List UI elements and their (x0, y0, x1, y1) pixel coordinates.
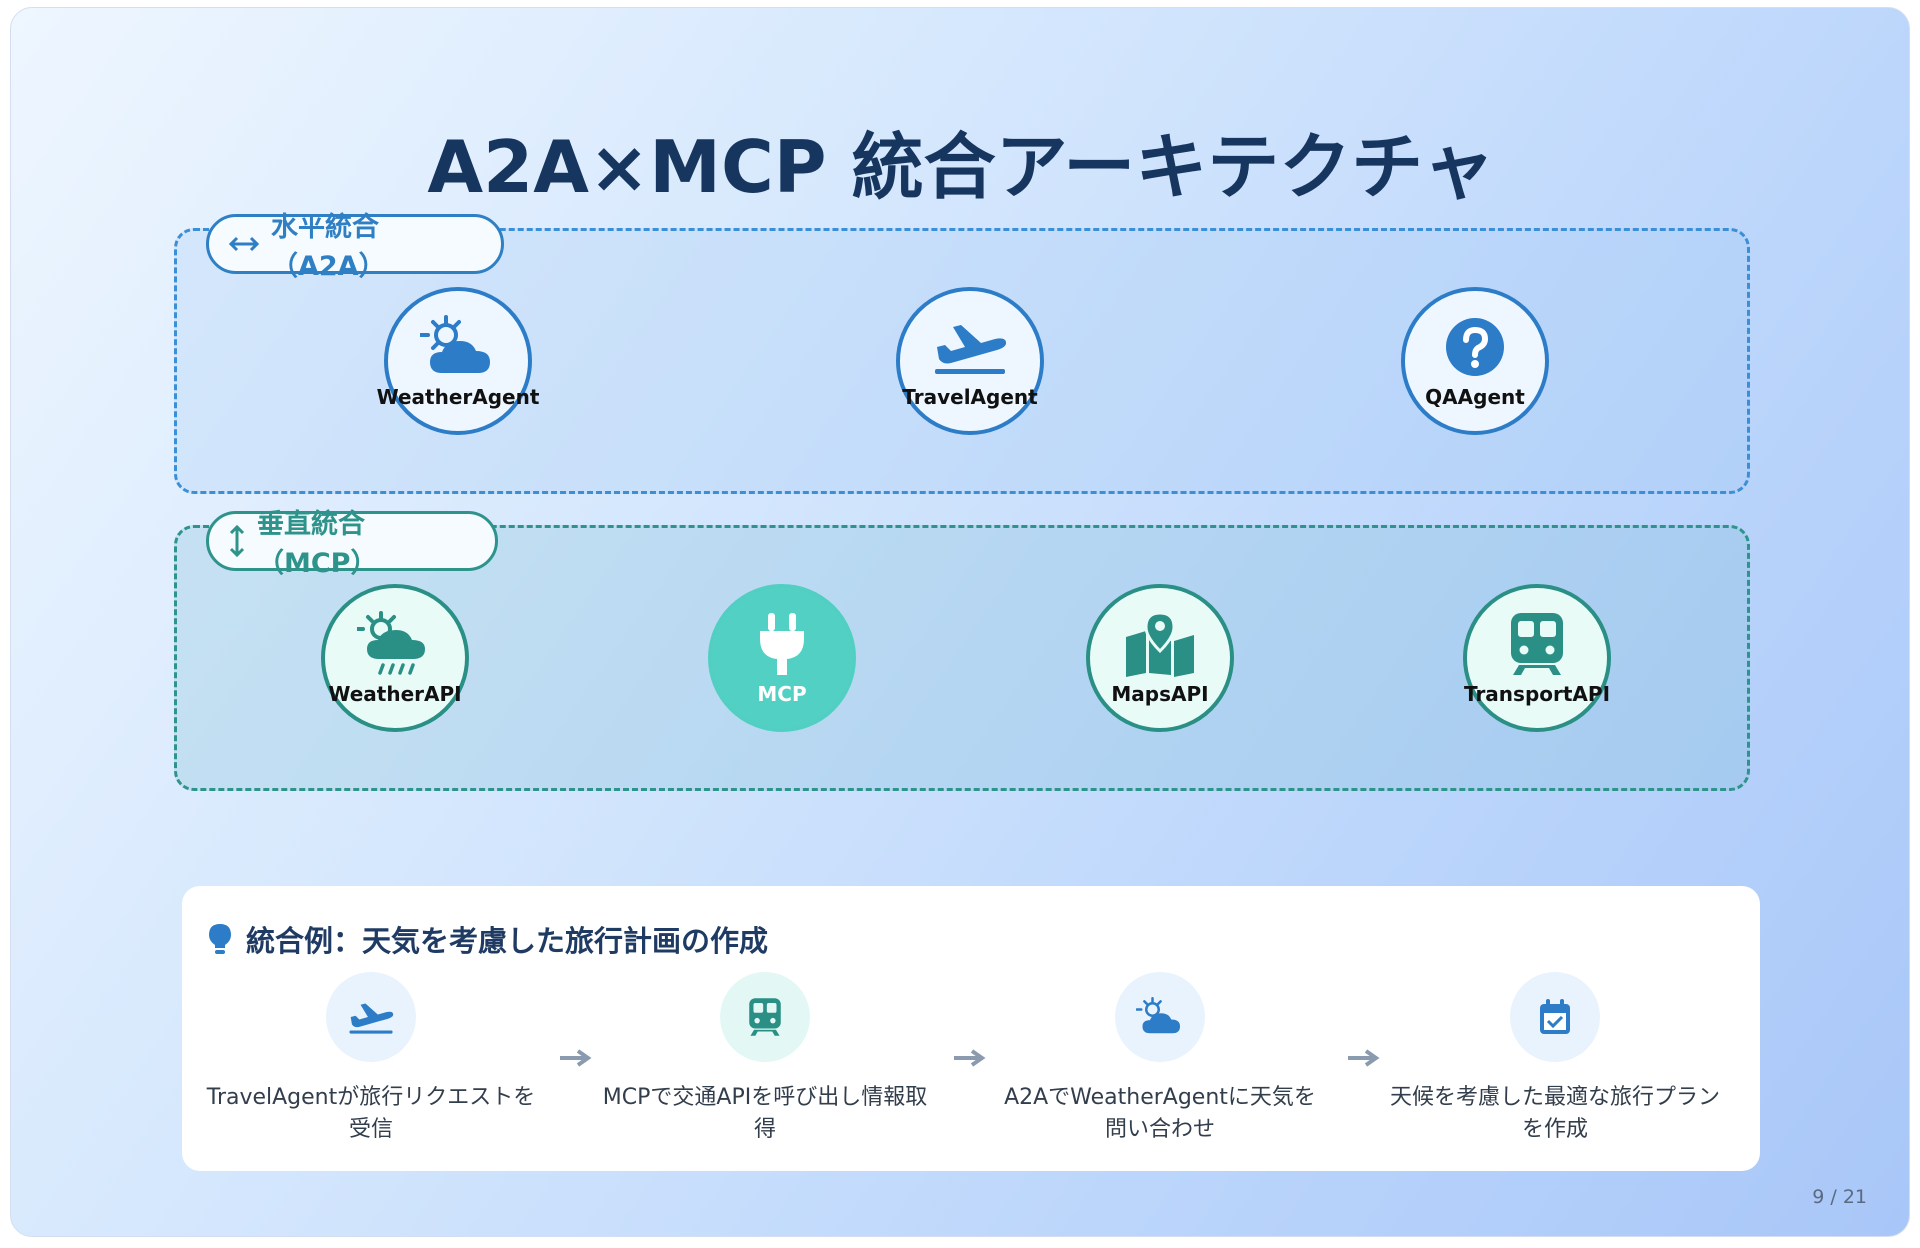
page-title: A2A×MCP 統合アーキテクチャ (427, 125, 1495, 209)
vertical-arrows-icon (229, 525, 245, 557)
vertical-integration-label: 垂直統合（MCP） (206, 509, 498, 579)
maps-api-node[interactable]: MapsAPI (1086, 584, 1234, 732)
step-text: TravelAgentが旅行リクエストを受信 (206, 1085, 536, 1142)
plug-icon (760, 613, 804, 675)
step-text: A2AでWeatherAgentに天気を問い合わせ (1004, 1085, 1316, 1142)
weather-rain-icon (357, 611, 425, 675)
arrow-right-icon (560, 1049, 592, 1067)
example-title: 統合例：天気を考慮した旅行計画の作成 (208, 918, 768, 960)
node-label: WeatherAgent (376, 385, 540, 409)
weather-api-node[interactable]: WeatherAPI (321, 584, 469, 732)
node-label: TravelAgent (902, 385, 1038, 409)
node-label: TransportAPI (1464, 682, 1611, 706)
transport-api-node[interactable]: TransportAPI (1463, 584, 1611, 732)
node-label: QAAgent (1425, 385, 1525, 409)
integration-example-card: 統合例：天気を考慮した旅行計画の作成 TravelAgentが旅行リクエストを受… (182, 886, 1760, 1171)
node-label: WeatherAPI (328, 682, 462, 706)
node-label: MapsAPI (1111, 682, 1209, 706)
calendar-check-icon (1540, 999, 1570, 1034)
arrow-right-icon (954, 1049, 986, 1067)
weather-agent-node[interactable]: WeatherAgent (377, 287, 539, 435)
step-text: 天候を考慮した最適な旅行プランを作成 (1390, 1085, 1721, 1142)
train-icon (749, 998, 781, 1036)
mcp-hub-node[interactable]: MCP (708, 584, 856, 732)
weather-sun-cloud-icon (420, 315, 490, 373)
arrow-right-icon (1348, 1049, 1380, 1067)
page-counter: 9 / 21 (1812, 1186, 1867, 1208)
travel-agent-node[interactable]: TravelAgent (896, 287, 1044, 435)
plane-departure-icon (935, 325, 1007, 374)
example-step-4: 天候を考慮した最適な旅行プランを作成 (1390, 972, 1720, 1146)
train-icon (1511, 613, 1563, 675)
example-step-1: TravelAgentが旅行リクエストを受信 (206, 972, 536, 1146)
vertical-integration-text: 垂直統合（MCP） (257, 509, 378, 579)
example-step-3: A2AでWeatherAgentに天気を問い合わせ (995, 972, 1325, 1146)
example-step-2: MCPで交通APIを呼び出し情報取得 (600, 972, 930, 1146)
lightbulb-icon (209, 924, 231, 954)
slide: A2A×MCP 統合アーキテクチャ 水平統合（A2A） WeatherAgent (10, 7, 1910, 1237)
qa-agent-node[interactable]: QAAgent (1401, 287, 1549, 435)
horizontal-arrows-icon (229, 236, 259, 252)
example-title-text: 統合例：天気を考慮した旅行計画の作成 (246, 924, 769, 958)
horizontal-integration-text: 水平統合（A2A） (271, 212, 386, 282)
plane-departure-icon (349, 1003, 394, 1034)
node-label: MCP (757, 682, 807, 706)
weather-sun-cloud-icon (1136, 997, 1180, 1034)
step-text: MCPで交通APIを呼び出し情報取得 (602, 1085, 928, 1142)
map-pin-icon (1126, 611, 1194, 677)
question-circle-icon (1446, 318, 1504, 376)
horizontal-integration-label: 水平統合（A2A） (206, 212, 504, 282)
